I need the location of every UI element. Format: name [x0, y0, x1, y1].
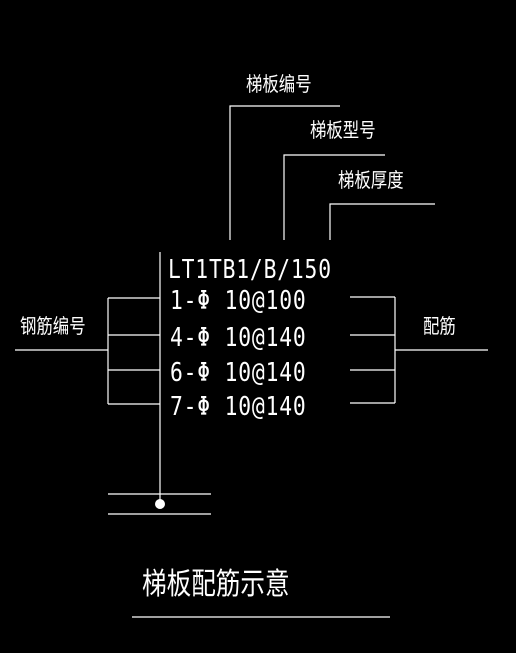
slab-number-leader [229, 105, 340, 240]
slab-type-leader [283, 154, 385, 240]
rebar-line-1: 1-Φ 10@100 [170, 286, 307, 316]
slab-code: LT1TB1/B/150 [168, 255, 332, 285]
bar-number-label: 钢筋编号 [20, 314, 86, 338]
rebar-line-4: 7-Φ 10@140 [170, 392, 307, 422]
bar-end-dot [155, 499, 165, 509]
slab-number-label: 梯板编号 [246, 72, 312, 96]
slab-type-label: 梯板型号 [310, 118, 376, 142]
reinforcement-label: 配筋 [423, 314, 456, 338]
slab-thickness-leader [329, 203, 435, 240]
rebar-line-3: 6-Φ 10@140 [170, 358, 307, 388]
slab-thickness-label: 梯板厚度 [338, 168, 404, 192]
diagram-title: 梯板配筋示意 [142, 567, 290, 602]
rebar-line-2: 4-Φ 10@140 [170, 323, 307, 353]
